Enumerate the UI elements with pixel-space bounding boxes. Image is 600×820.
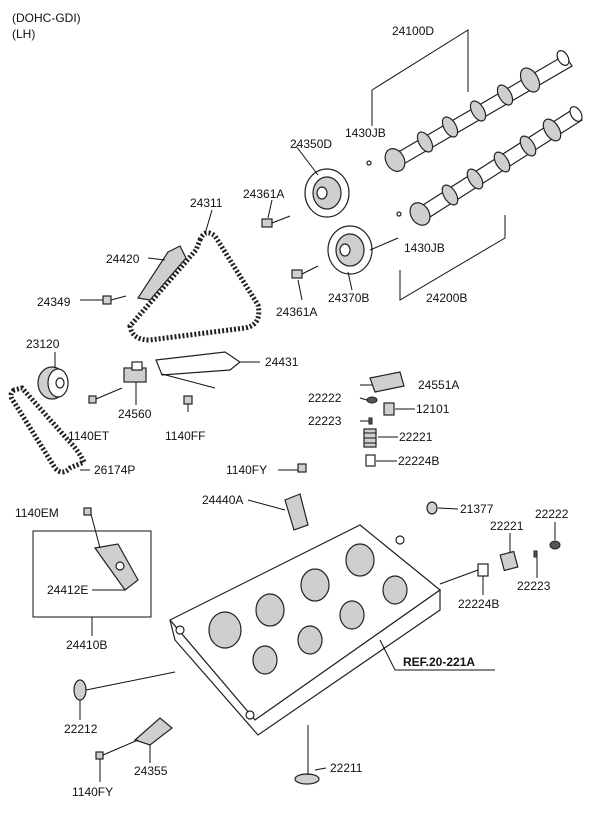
- camshaft-exhaust: [409, 106, 583, 226]
- label-22224B-upper: 22224B: [398, 454, 439, 468]
- spring-22221-upper: [363, 428, 377, 448]
- cover-24412E: [93, 543, 139, 591]
- label-24560: 24560: [118, 407, 152, 421]
- leader-lines: [54, 145, 556, 782]
- leader-24100D: [371, 29, 469, 92]
- bolt-24361A-lower: [291, 265, 319, 279]
- label-24551A: 24551A: [418, 378, 459, 392]
- label-22212: 22212: [64, 722, 98, 736]
- label-24200B: 24200B: [426, 291, 467, 305]
- label-22223-right: 22223: [517, 579, 551, 593]
- label-24420: 24420: [106, 252, 140, 266]
- sensor-24355: [133, 717, 173, 746]
- label-1140EM: 1140EM: [15, 506, 59, 520]
- crank-sprocket-23120: [37, 366, 69, 400]
- label-22221-upper: 22221: [399, 430, 433, 444]
- cvvt-sprocket-lower: [327, 225, 373, 275]
- plug-21377: [426, 501, 438, 515]
- bolt-1140FF: [161, 373, 216, 412]
- label-24410B: 24410B: [66, 638, 107, 652]
- bolt-1140ET: [88, 387, 123, 404]
- label-24361A-lower: 24361A: [276, 305, 317, 319]
- timing-chain-24311: [127, 230, 262, 343]
- bolt-1140EM: [83, 507, 101, 549]
- label-1430JB-lower: 1430JB: [404, 241, 445, 255]
- cotter-22223-right: [533, 550, 538, 558]
- label-24349: 24349: [37, 295, 71, 309]
- bolt-1140FY-upper: [297, 463, 307, 473]
- label-1140FY-lower: 1140FY: [72, 785, 113, 799]
- label-22221-right: 22221: [490, 519, 524, 533]
- label-12101: 12101: [416, 402, 450, 416]
- retainer-22222-right: [549, 540, 561, 550]
- engine-type-label: (DOHC-GDI): [12, 11, 81, 25]
- label-26174P: 26174P: [94, 463, 135, 477]
- hla-12101: [383, 402, 395, 416]
- label-24412E: 24412E: [47, 583, 88, 597]
- retainer-22222-upper: [366, 396, 378, 404]
- seal-22224B-upper: [365, 454, 376, 467]
- label-22222-right: 22222: [535, 507, 569, 521]
- label-1430JB-upper: 1430JB: [345, 126, 386, 140]
- side-label: (LH): [12, 27, 35, 41]
- bolt-24361A-upper: [261, 215, 291, 228]
- camshaft-intake: [384, 50, 573, 172]
- cotter-22223-upper: [368, 417, 373, 425]
- label-22211: 22211: [330, 761, 363, 775]
- label-23120: 23120: [26, 337, 60, 351]
- cylinder-head: [169, 524, 441, 736]
- chain-guide-24431: [155, 351, 242, 376]
- label-1140ET: 1140ET: [68, 429, 110, 443]
- leader-24200B: [399, 215, 506, 301]
- label-24100D: 24100D: [392, 24, 434, 38]
- valve-22211: [294, 725, 320, 785]
- label-24361A-upper: 24361A: [243, 187, 284, 201]
- label-24311: 24311: [190, 196, 223, 210]
- label-24355: 24355: [134, 764, 168, 778]
- label-24350D: 24350D: [290, 137, 332, 151]
- label-21377: 21377: [460, 502, 494, 516]
- timing-chain-26174P: [8, 385, 88, 475]
- label-22222-upper: 22222: [308, 391, 342, 405]
- label-24370B: 24370B: [328, 291, 369, 305]
- label-ref: REF.20-221A: [403, 655, 475, 669]
- chain-guide-24420: [136, 245, 187, 301]
- tensioner-24560: [123, 361, 147, 383]
- label-22223-upper: 22223: [308, 414, 342, 428]
- label-1140FF: 1140FF: [165, 429, 205, 443]
- label-1140FY-upper: 1140FY: [226, 463, 267, 477]
- bolt-24349: [102, 295, 127, 305]
- spring-22221-right: [499, 550, 519, 572]
- rocker-arm-24551A: [369, 371, 405, 393]
- label-24440A: 24440A: [202, 493, 243, 507]
- valve-22212: [73, 671, 176, 701]
- ocv-24440A: [284, 493, 309, 531]
- cvvt-sprocket-upper: [304, 168, 350, 218]
- bolt-1140FY-lower: [95, 739, 139, 760]
- seal-22224B-right: [477, 563, 489, 577]
- label-24431: 24431: [265, 355, 299, 369]
- label-22224B-right: 22224B: [458, 597, 499, 611]
